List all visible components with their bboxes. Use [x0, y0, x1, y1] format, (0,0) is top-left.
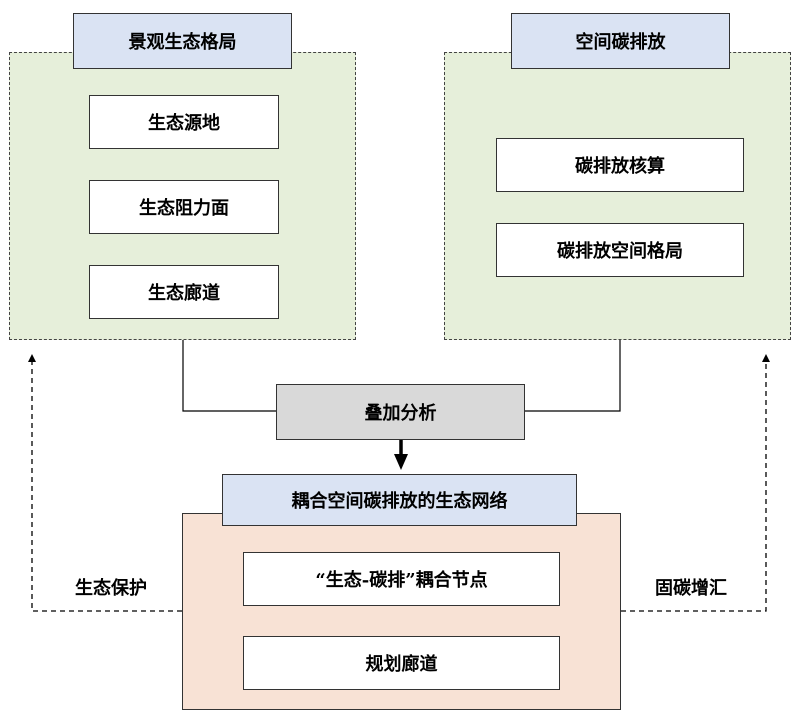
feedback-left-line: [28, 354, 182, 612]
step-planned-corridor: 规划廊道: [243, 636, 560, 690]
step-eco-corridor: 生态廊道: [89, 265, 279, 319]
step-eco-source: 生态源地: [89, 95, 279, 149]
step-carbon-pattern: 碳排放空间格局: [496, 223, 744, 277]
step-eco-resistance: 生态阻力面: [89, 180, 279, 234]
step-carbon-accounting: 碳排放核算: [496, 138, 744, 192]
overlay-analysis-box: 叠加分析: [276, 384, 525, 440]
feedback-left-label: 生态保护: [58, 572, 164, 602]
right-panel: [444, 52, 791, 340]
bottom-panel-title: 耦合空间碳排放的生态网络: [222, 474, 577, 526]
step-coupling-node: “生态-碳排”耦合节点: [243, 552, 560, 606]
line-left-to-overlay: [182, 340, 276, 412]
feedback-right-line: [621, 354, 770, 612]
right-panel-title: 空间碳排放: [511, 13, 730, 69]
left-panel-title: 景观生态格局: [73, 13, 292, 69]
line-right-to-overlay: [525, 340, 621, 412]
feedback-right-label: 固碳增汇: [638, 572, 744, 602]
